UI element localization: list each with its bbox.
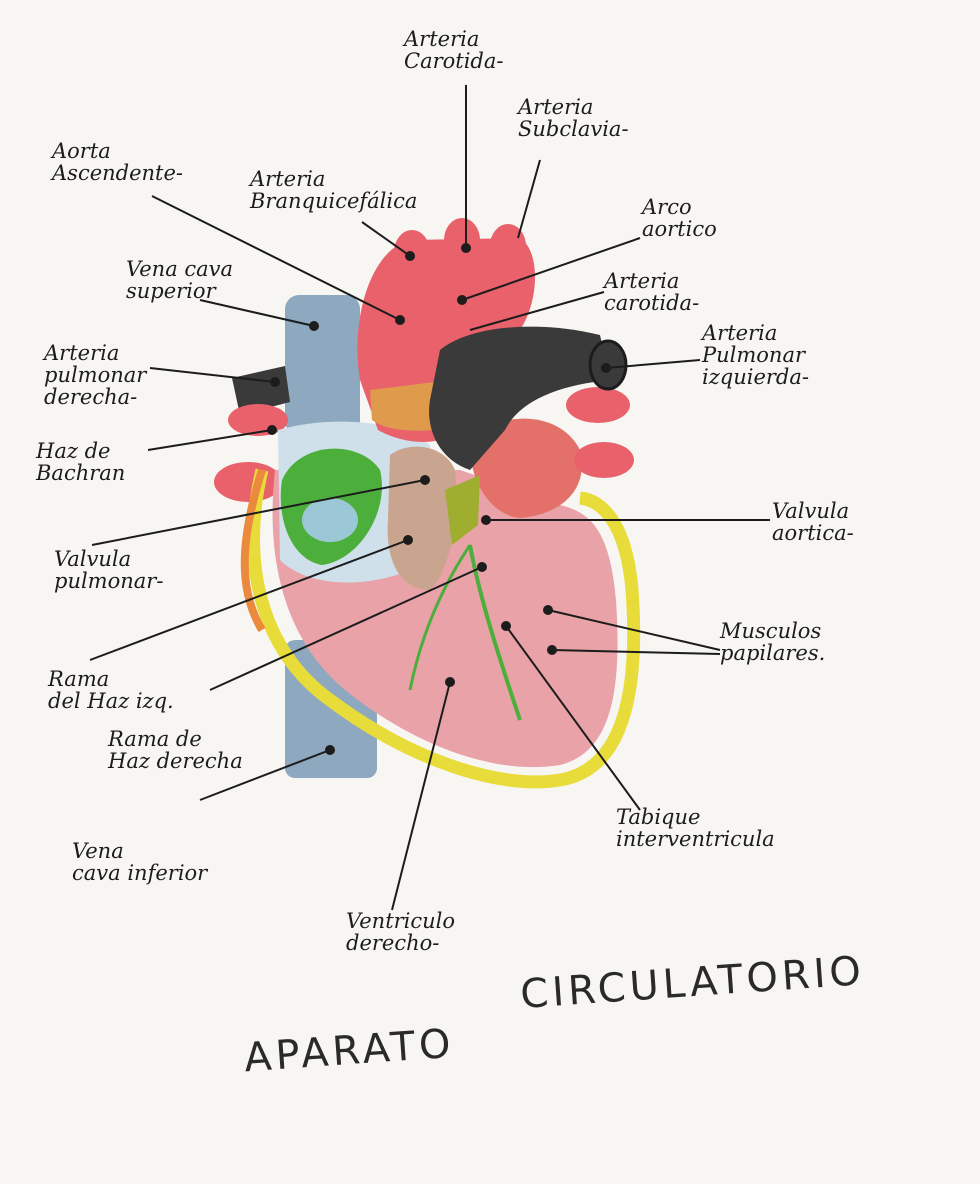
dot-right-bundle [478,563,486,571]
leader-bundle-of-his [148,430,272,450]
label-interventricular-septum: Tabique interventricula [616,806,775,850]
right-lower-vein-shape [214,462,282,502]
label-right-pulmonary: Arteria pulmonar derecha- [44,342,146,408]
dot-inferior-vena-cava [326,746,334,754]
dot-aortic-valve [482,516,490,524]
label-pulmonary-valve: Valvula pulmonar- [54,548,163,592]
label-subclavian: Arteria Subclavia- [518,96,629,140]
dot-superior-vena-cava [310,322,318,330]
label-bundle-of-his: Haz de Bachran [36,440,125,484]
dot-right-pulmonary [271,378,279,386]
dot-right-ventricle [446,678,454,686]
label-carotid-right: Arteria carotida- [604,270,699,314]
label-carotid-top: Arteria Carotida- [404,28,503,72]
tricuspid-opening-shape [302,498,358,542]
label-aortic-arch: Arco aortico [642,196,717,240]
carotid-branch-shape [444,218,480,262]
dot-septum [502,622,510,630]
label-right-ventricle: Ventriculo derecho- [346,910,455,954]
label-ascending-aorta: Aorta Ascendente- [52,140,183,184]
dot-carotid-top [462,244,470,252]
superior-vena-cava-shape [285,295,360,435]
label-brachiocephalic: Arteria Branquicefálica [250,168,417,212]
dot-papillary-upper [544,606,552,614]
dot-aortic-arch [458,296,466,304]
dot-left-pulmonary [602,364,610,372]
aortic-base-shape [370,382,435,431]
dot-ascending-aorta [396,316,404,324]
label-left-pulmonary: Arteria Pulmonar izquierda- [702,322,809,388]
label-inferior-vena-cava: Vena cava inferior [72,840,207,884]
label-superior-vena-cava: Vena cava superior [126,258,233,302]
dot-pulmonary-valve [421,476,429,484]
dot-left-bundle [404,536,412,544]
left-pulmonary-vein-upper-shape [566,387,630,423]
label-aortic-valve: Valvula aortica- [772,500,854,544]
dot-brachiocephalic [406,252,414,260]
dot-papillary-lower [548,646,556,654]
label-left-bundle-branch: Rama del Haz izq. [48,668,174,712]
label-papillary-muscles: Musculos papilares. [720,620,825,664]
label-right-bundle-branch: Rama de Haz derecha [108,728,243,772]
dot-bundle-of-his [268,426,276,434]
leader-subclavian [518,160,540,238]
left-pulmonary-vein-lower-shape [574,442,634,478]
